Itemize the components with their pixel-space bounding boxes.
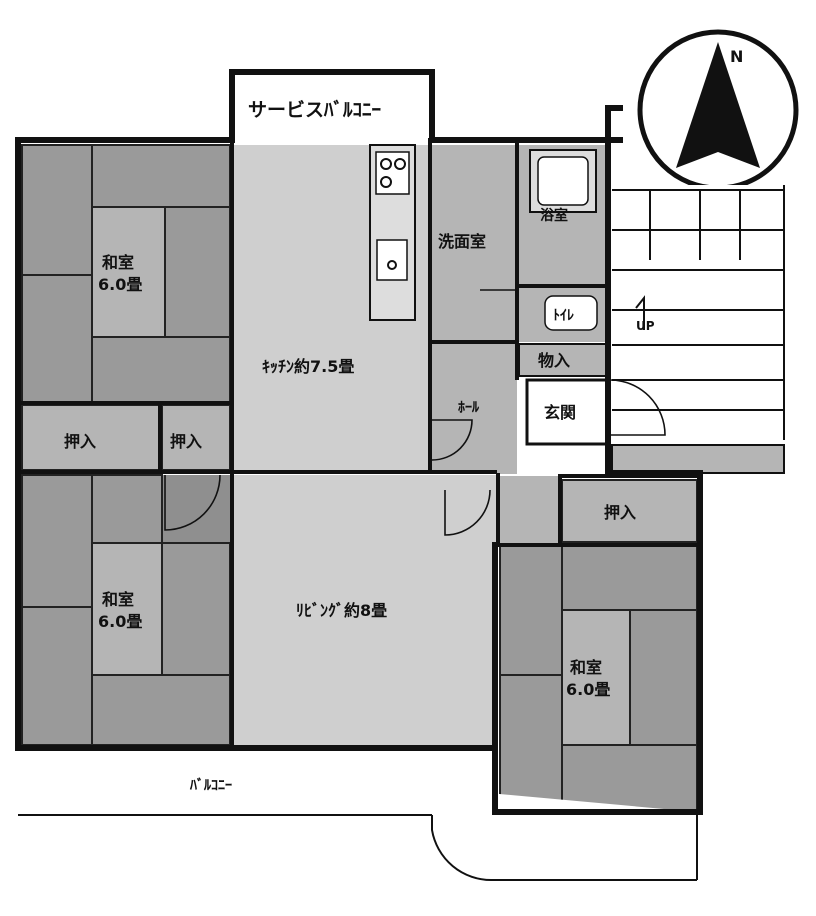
entrance-label: 玄関 xyxy=(544,403,576,422)
washitsu-southeast: 和室 6.0畳 xyxy=(499,544,698,811)
washitsu-southwest: 和室 6.0畳 xyxy=(21,474,231,746)
living: ﾘﾋﾞﾝｸﾞ約8畳 xyxy=(232,475,498,745)
storage-closet: 物入 xyxy=(518,343,608,377)
bath: 浴室 xyxy=(519,145,607,285)
washitsu-nw-size: 6.0畳 xyxy=(98,275,142,294)
staircase: UP xyxy=(611,185,785,474)
balcony-label: ﾊﾞﾙｺﾆｰ xyxy=(189,777,232,794)
washitsu-sw-name: 和室 xyxy=(102,590,134,609)
washitsu-northwest: 和室 6.0畳 xyxy=(21,144,231,404)
service-balcony: サービスﾊﾞﾙｺﾆｰ xyxy=(232,75,430,137)
closet-mid-label: 押入 xyxy=(170,432,202,451)
walls xyxy=(15,69,703,815)
hall-label: ﾎｰﾙ xyxy=(458,400,480,416)
washroom: 洗面室 xyxy=(432,145,521,340)
balcony: ﾊﾞﾙｺﾆｰ xyxy=(18,750,698,882)
washitsu-nw-name: 和室 xyxy=(102,253,134,272)
north-arrow-icon xyxy=(676,42,760,168)
toilet: ﾄｲﾚ xyxy=(519,287,607,342)
washitsu-se-size: 6.0畳 xyxy=(566,680,610,699)
living-label: ﾘﾋﾞﾝｸﾞ約8畳 xyxy=(296,601,387,620)
washroom-label: 洗面室 xyxy=(438,232,486,251)
toilet-label: ﾄｲﾚ xyxy=(553,308,574,324)
kitchen: ｷｯﾁﾝ約7.5畳 xyxy=(232,144,430,473)
compass: N xyxy=(637,29,799,191)
closet-se-label: 押入 xyxy=(604,503,636,522)
washitsu-se-name: 和室 xyxy=(570,658,602,677)
bath-label: 浴室 xyxy=(540,207,568,224)
entrance: 玄関 xyxy=(525,378,666,446)
hall: ﾎｰﾙ xyxy=(431,342,560,546)
closets-west: 押入 押入 xyxy=(21,404,231,471)
washitsu-sw-size: 6.0畳 xyxy=(98,612,142,631)
kitchen-label: ｷｯﾁﾝ約7.5畳 xyxy=(262,357,354,376)
compass-north-label: N xyxy=(730,47,743,66)
service-balcony-label: サービスﾊﾞﾙｺﾆｰ xyxy=(248,98,381,121)
closet-left-label: 押入 xyxy=(64,432,96,451)
closet-southeast: 押入 xyxy=(561,479,698,543)
stair-up-label: UP xyxy=(636,319,655,333)
storage-closet-label: 物入 xyxy=(538,351,570,370)
